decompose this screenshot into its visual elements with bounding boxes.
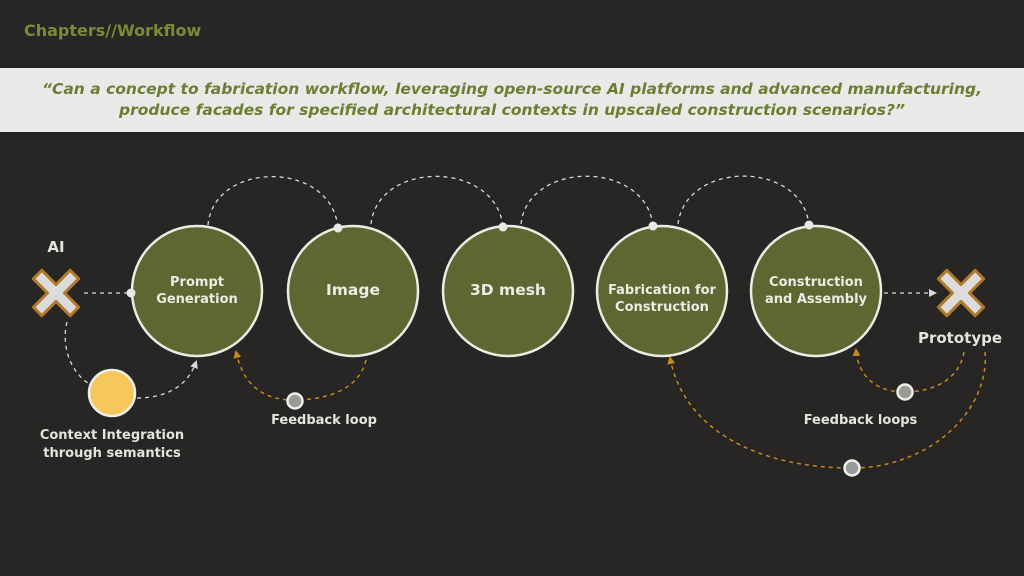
ai-cross-icon [31,268,81,318]
ai-label: AI [47,238,65,256]
feedback-loops-label: Feedback loops [803,413,918,428]
connector-dot [126,288,136,298]
feedback-loop-prototype-to-fabrication [667,351,986,469]
step-construction-assembly [749,224,883,358]
prototype-cross-icon [936,268,986,318]
feedback-node [843,459,861,477]
step-connector-arcs [207,175,810,229]
feedback-loop-label: Feedback loop [271,413,377,428]
arc-2-3 [370,175,504,228]
workflow-steps [130,224,883,358]
feedback-loop-image-to-prompt [233,350,367,401]
connector-dots [126,220,814,298]
step-prompt-generation [130,224,264,358]
feedback-loops [233,348,986,469]
chapter-title: Chapters//Workflow [24,21,202,40]
arc-3-4 [520,175,654,227]
feedback-loop-prototype-to-assembly [852,348,965,393]
question-banner: “Can a concept to fabrication workflow, … [0,68,1024,132]
step-3d-mesh [441,224,575,358]
prototype-label: Prototype [917,329,1003,347]
connector-dot [498,222,508,232]
arc-1-2 [207,175,339,229]
connector-dot [804,220,814,230]
context-integration-label: Context Integration through semantics [39,428,185,461]
feedback-node [896,383,914,401]
step-image [286,224,420,358]
connector-dot [333,223,343,233]
connector-dot [648,221,658,231]
context-integration-node [87,368,137,418]
feedback-nodes [286,383,914,477]
feedback-node [286,392,304,410]
context-to-prompt-connector [136,360,198,399]
arc-4-5 [677,175,810,226]
research-question: “Can a concept to fabrication workflow, … [41,80,983,119]
step-fabrication [595,224,729,358]
